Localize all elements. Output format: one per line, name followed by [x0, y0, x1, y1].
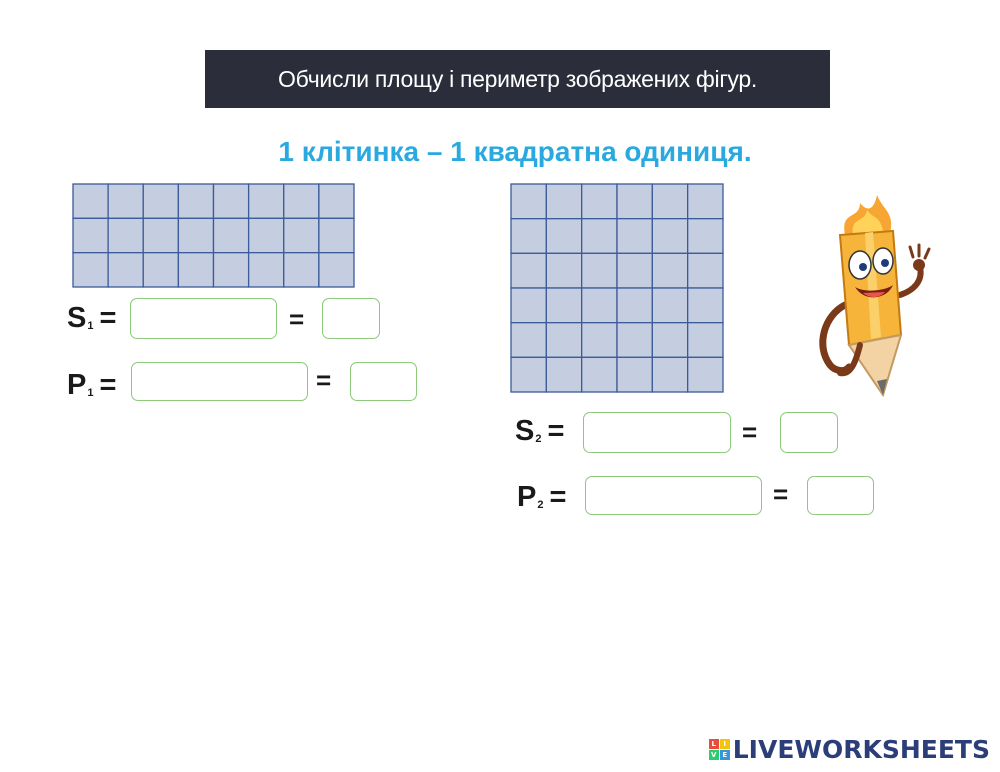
figure2-grid-cell [510, 322, 547, 358]
s2-equals: = [742, 417, 758, 447]
figure2-grid-cell [581, 322, 618, 358]
figure2-grid-cell [687, 183, 724, 220]
figure2-grid-cell [651, 322, 689, 358]
figure1-grid-cell [212, 217, 250, 254]
figure2-grid-cell [616, 287, 653, 324]
figure2-grid-cell [545, 252, 583, 289]
s1-label: S1= [67, 302, 117, 334]
figure2-grid-cell [510, 183, 547, 220]
figure1-grid-cell [107, 217, 144, 254]
figure2-grid-cell [510, 287, 547, 324]
figure1-grid-cell [72, 183, 109, 219]
figure2-grid-cell [687, 322, 724, 358]
figure1-grid-cell [318, 183, 355, 219]
p2-equals: = [773, 479, 789, 509]
figure2-grid-cell [510, 252, 547, 289]
figure1-grid-cell [142, 217, 180, 254]
figure1-grid-cell [247, 217, 285, 254]
figure2-grid [510, 183, 724, 393]
s2-result-input[interactable] [780, 412, 838, 453]
brand-text: LIVEWORKSHEETS [732, 735, 990, 764]
figure2-grid-cell [545, 183, 583, 220]
figure2-grid-cell [616, 218, 653, 254]
figure2-grid-cell [581, 356, 618, 393]
s1-result-input[interactable] [322, 298, 380, 339]
liveworksheets-brand: L I V E LIVEWORKSHEETS [708, 735, 990, 764]
unit-note: 1 клітинка – 1 квадратна одиниця. [278, 136, 752, 167]
figure2-grid-cell [616, 183, 653, 220]
p1-label: P1= [67, 369, 117, 401]
figure2-grid-cell [581, 183, 618, 220]
figure2-grid-cell [510, 356, 547, 393]
figure2-grid-cell [510, 218, 547, 254]
figure2-grid-cell [616, 356, 653, 393]
figure2-grid-cell [581, 218, 618, 254]
p1-result-input[interactable] [350, 362, 417, 401]
figure2-grid-cell [545, 322, 583, 358]
p2-expression-input[interactable] [585, 476, 762, 515]
figure1-grid-cell [247, 183, 285, 219]
p1-expression-input[interactable] [131, 362, 308, 401]
figure1-grid-cell [72, 217, 109, 254]
figure2-grid-cell [581, 287, 618, 324]
figure2-grid-cell [687, 356, 724, 393]
figure2-grid-cell [651, 287, 689, 324]
figure1-grid-cell [283, 252, 320, 288]
figure2-grid-cell [545, 218, 583, 254]
figure1-grid-cell [142, 183, 180, 219]
figure1-grid-cell [318, 217, 355, 254]
s2-expression-input[interactable] [583, 412, 731, 453]
p2-result-input[interactable] [807, 476, 874, 515]
instruction-text: Обчисли площу і периметр зображених фігу… [278, 65, 757, 92]
figure2-grid-cell [616, 252, 653, 289]
figure2-grid-cell [651, 252, 689, 289]
figure1-grid-cell [318, 252, 355, 288]
figure1-grid-cell [72, 252, 109, 288]
figure1-grid-cell [283, 217, 320, 254]
p1-equals: = [316, 365, 332, 395]
figure2-grid-cell [687, 287, 724, 324]
s1-equals: = [289, 304, 305, 334]
liveworksheets-logo-icon: L I V E [708, 739, 730, 760]
s2-label: S2= [515, 415, 565, 447]
figure1-grid-cell [142, 252, 180, 288]
figure2-grid-cell [545, 356, 583, 393]
figure1-grid-cell [212, 252, 250, 288]
figure2-grid-cell [651, 218, 689, 254]
figure2-grid-cell [581, 252, 618, 289]
figure2-grid-cell [616, 322, 653, 358]
p2-label: P2= [517, 481, 567, 513]
figure1-grid-cell [212, 183, 250, 219]
pencil-mascot-icon [819, 195, 931, 398]
figure2-grid-cell [545, 287, 583, 324]
figure1-grid-cell [177, 183, 215, 219]
figure1-grid [72, 183, 355, 288]
s1-expression-input[interactable] [130, 298, 277, 339]
figure2-grid-cell [687, 252, 724, 289]
figure1-grid-cell [177, 252, 215, 288]
figure1-grid-cell [107, 252, 144, 288]
figure2-grid-cell [651, 356, 689, 393]
figure1-grid-cell [177, 217, 215, 254]
instruction-banner: Обчисли площу і периметр зображених фігу… [205, 50, 830, 108]
figure2-grid-cell [687, 218, 724, 254]
figure1-grid-cell [107, 183, 144, 219]
figure2-grid-cell [651, 183, 689, 220]
figure1-grid-cell [283, 183, 320, 219]
figure1-grid-cell [247, 252, 285, 288]
